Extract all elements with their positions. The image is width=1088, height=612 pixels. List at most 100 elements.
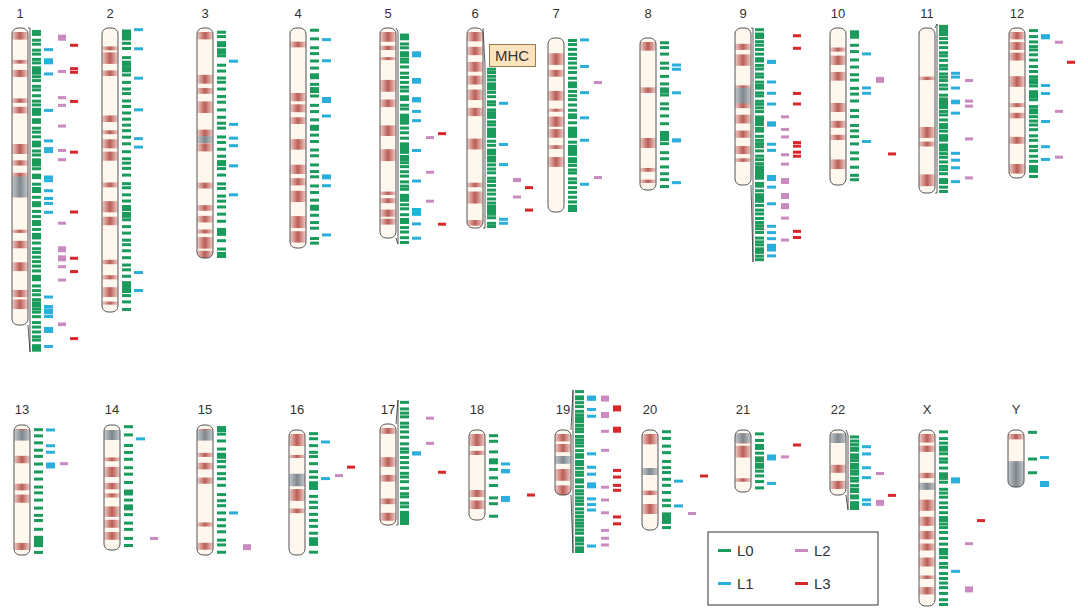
chromosome bbox=[642, 430, 708, 530]
l0-marker bbox=[400, 415, 409, 418]
l0-marker bbox=[939, 186, 948, 189]
band bbox=[467, 108, 483, 116]
l2-marker bbox=[243, 544, 251, 550]
band bbox=[380, 210, 396, 217]
l0-marker bbox=[309, 532, 318, 535]
l0-marker bbox=[660, 62, 669, 65]
l1-marker bbox=[862, 466, 871, 469]
l0-marker bbox=[755, 28, 764, 31]
l3-marker bbox=[525, 186, 533, 189]
l0-marker bbox=[755, 480, 764, 483]
band bbox=[640, 42, 656, 51]
l0-marker bbox=[939, 523, 948, 526]
l1-marker bbox=[580, 139, 589, 142]
band bbox=[548, 91, 564, 101]
band bbox=[548, 157, 564, 167]
l0-marker bbox=[755, 64, 764, 67]
l0-marker bbox=[124, 489, 133, 495]
l0-marker bbox=[489, 458, 498, 464]
l1-marker bbox=[321, 441, 330, 444]
l1-marker bbox=[412, 110, 421, 113]
l0-marker bbox=[32, 251, 41, 254]
l0-marker bbox=[755, 84, 764, 87]
l1-marker bbox=[44, 147, 53, 150]
l0-marker bbox=[487, 78, 496, 81]
l2-marker bbox=[1055, 110, 1063, 113]
l0-marker bbox=[34, 478, 43, 481]
l0-marker bbox=[568, 98, 577, 101]
l0-marker bbox=[400, 161, 409, 164]
l0-marker bbox=[489, 434, 498, 437]
l0-marker bbox=[310, 95, 319, 98]
band bbox=[1009, 113, 1025, 119]
l1-marker bbox=[1041, 145, 1050, 148]
l0-marker bbox=[660, 41, 669, 44]
l0-marker bbox=[124, 433, 133, 436]
l1-marker bbox=[862, 498, 871, 501]
l0-marker bbox=[32, 113, 41, 116]
l3-marker bbox=[793, 155, 801, 158]
l0-marker bbox=[575, 456, 584, 459]
l0-marker bbox=[487, 149, 496, 155]
l0-marker bbox=[122, 56, 131, 59]
band bbox=[919, 558, 935, 567]
l0-marker bbox=[755, 444, 764, 450]
l0-marker bbox=[575, 492, 584, 495]
l0-marker bbox=[755, 474, 764, 477]
band bbox=[919, 544, 935, 551]
l2-marker bbox=[58, 265, 66, 268]
l1-marker bbox=[862, 503, 871, 506]
l2-marker bbox=[58, 158, 66, 161]
l1-marker bbox=[134, 108, 143, 111]
band bbox=[12, 230, 28, 233]
l0-marker bbox=[217, 460, 226, 463]
centromere bbox=[289, 474, 305, 487]
l1-marker bbox=[44, 296, 53, 299]
l0-marker bbox=[755, 155, 764, 158]
l0-marker bbox=[660, 75, 669, 78]
l0-marker bbox=[755, 33, 764, 39]
l3-marker bbox=[525, 209, 533, 212]
l2-marker bbox=[876, 500, 884, 506]
l0-marker bbox=[939, 481, 948, 484]
chromosome bbox=[735, 28, 801, 262]
band bbox=[1009, 42, 1025, 50]
band bbox=[380, 192, 396, 195]
band bbox=[380, 475, 396, 482]
l0-marker bbox=[400, 170, 409, 173]
band bbox=[197, 88, 213, 94]
l0-marker bbox=[34, 428, 43, 431]
l0-marker bbox=[32, 301, 41, 307]
l0-marker bbox=[755, 94, 764, 97]
l0-marker bbox=[124, 473, 133, 476]
l0-marker bbox=[575, 435, 584, 438]
l0-marker bbox=[122, 275, 131, 278]
l0-marker bbox=[755, 60, 764, 63]
l0-marker bbox=[939, 511, 948, 514]
l0-marker bbox=[939, 452, 948, 455]
centromere bbox=[12, 177, 28, 198]
l2-marker bbox=[513, 178, 521, 181]
l0-marker bbox=[568, 43, 577, 46]
l0-marker bbox=[32, 141, 41, 147]
l0-marker bbox=[575, 528, 584, 531]
l0-marker bbox=[122, 112, 131, 115]
l1-marker bbox=[767, 92, 776, 95]
l3-marker bbox=[527, 494, 535, 497]
l0-marker bbox=[400, 72, 409, 75]
l3-marker bbox=[888, 494, 896, 497]
l0-marker bbox=[755, 227, 764, 230]
l3-marker bbox=[70, 44, 78, 47]
l0-marker bbox=[660, 114, 669, 117]
l1-marker bbox=[44, 345, 53, 348]
l0-marker bbox=[309, 437, 318, 440]
l0-marker bbox=[217, 472, 226, 475]
l2-marker bbox=[58, 149, 66, 152]
l0-marker bbox=[487, 168, 496, 171]
l1-marker bbox=[951, 76, 960, 79]
l1-marker bbox=[767, 143, 776, 146]
l0-marker bbox=[575, 427, 584, 430]
l2-marker bbox=[58, 222, 66, 225]
l2-marker bbox=[965, 542, 973, 545]
